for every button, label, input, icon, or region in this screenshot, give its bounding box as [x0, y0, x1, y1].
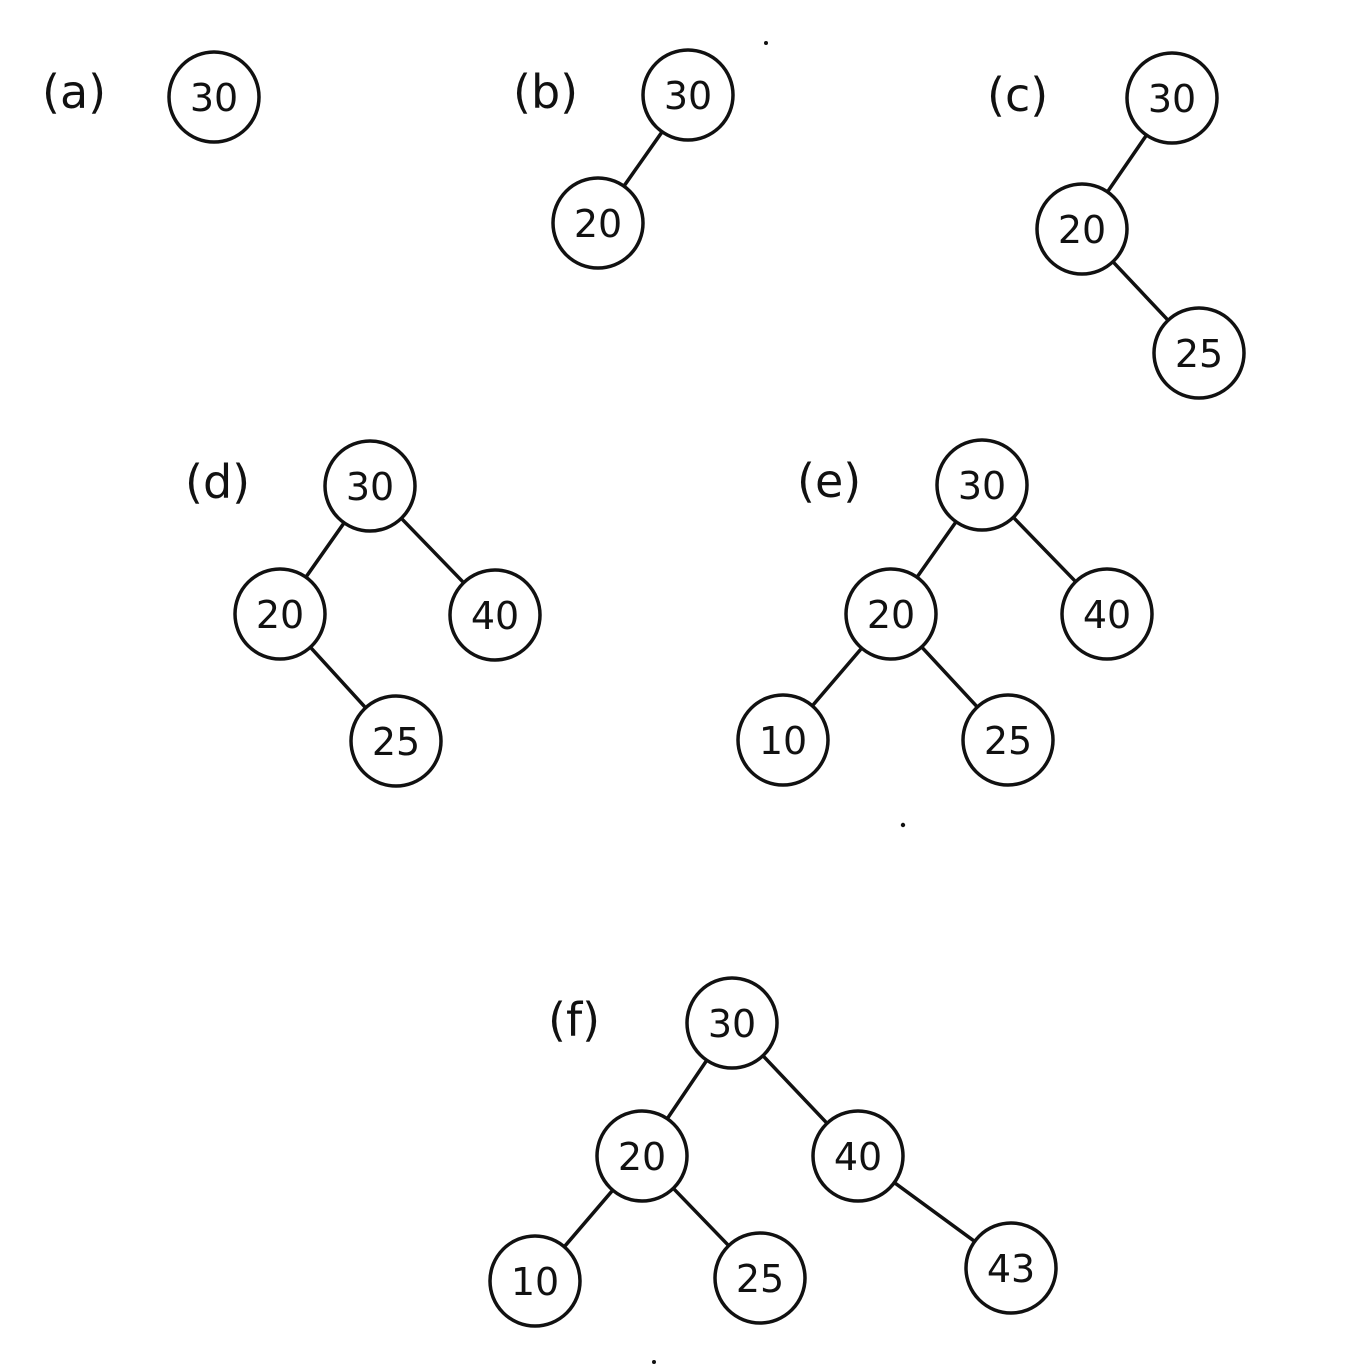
tree-node-f-20: 20 — [595, 1109, 689, 1203]
tree-node-d-20: 20 — [233, 567, 327, 661]
node-value: 40 — [1083, 593, 1131, 637]
tree-node-e-10: 10 — [736, 693, 830, 787]
tree-node-e-30: 30 — [935, 438, 1029, 532]
node-value: 20 — [1058, 208, 1106, 252]
edge-f-n40-n43 — [892, 1180, 977, 1244]
tree-node-d-30: 30 — [323, 439, 417, 533]
edge-f-n30-n40 — [761, 1053, 829, 1126]
node-value: 20 — [618, 1135, 666, 1179]
node-value: 30 — [958, 464, 1006, 508]
tree-node-f-40: 40 — [811, 1109, 905, 1203]
node-value: 20 — [574, 202, 622, 246]
node-circle — [551, 176, 645, 270]
node-circle — [167, 50, 261, 144]
panel-label-a: (a) — [42, 65, 106, 119]
edge-f-n30-n20 — [665, 1058, 709, 1121]
edge-c-n20-n25 — [1111, 259, 1170, 323]
node-value: 10 — [511, 1260, 559, 1304]
tree-node-c-25: 25 — [1152, 306, 1246, 400]
node-value: 30 — [1148, 77, 1196, 121]
tree-node-d-40: 40 — [448, 568, 542, 662]
node-value: 30 — [346, 465, 394, 509]
node-value: 20 — [256, 593, 304, 637]
node-value: 25 — [736, 1257, 784, 1301]
node-value: 25 — [984, 719, 1032, 763]
node-circle — [448, 568, 542, 662]
stray-dot — [652, 1360, 656, 1364]
node-circle — [595, 1109, 689, 1203]
node-value: 20 — [867, 593, 915, 637]
edges-layer — [304, 130, 1170, 1249]
node-value: 30 — [664, 74, 712, 118]
tree-node-f-25: 25 — [713, 1231, 807, 1325]
tree-node-b-20: 20 — [551, 176, 645, 270]
node-circle — [1152, 306, 1246, 400]
node-circle — [488, 1234, 582, 1328]
node-circle — [1125, 51, 1219, 145]
tree-node-b-30: 30 — [641, 48, 735, 142]
edge-b-n30-n20 — [622, 130, 664, 188]
edge-e-n20-n25 — [919, 645, 980, 709]
tree-node-d-25: 25 — [349, 694, 443, 788]
node-circle — [844, 567, 938, 661]
stray-dot — [900, 822, 906, 828]
node-value: 30 — [708, 1002, 756, 1046]
edge-d-n20-n25 — [308, 645, 368, 710]
tree-node-a-30: 30 — [167, 50, 261, 144]
panel-labels-layer: (a) (b) (c) (d) (e) (f) — [42, 65, 1048, 1047]
node-circle — [964, 1221, 1058, 1315]
tree-node-f-10: 10 — [488, 1234, 582, 1328]
nodes-layer: 30 30 20 30 20 25 30 20 40 25 30 20 40 10 25 30 20 40 10 25… — [167, 48, 1246, 1328]
panel-label-c: (c) — [987, 68, 1048, 122]
tree-node-c-30: 30 — [1125, 51, 1219, 145]
node-value: 10 — [759, 719, 807, 763]
node-circle — [233, 567, 327, 661]
edge-f-n20-n10 — [562, 1188, 615, 1249]
node-circle — [349, 694, 443, 788]
edge-e-n30-n20 — [915, 520, 958, 579]
stray-marks — [652, 41, 906, 1364]
edge-d-n30-n40 — [399, 516, 466, 585]
node-value: 25 — [1175, 332, 1223, 376]
node-value: 25 — [372, 720, 420, 764]
stray-dot — [764, 41, 768, 45]
node-circle — [323, 439, 417, 533]
tree-node-e-40: 40 — [1060, 567, 1154, 661]
node-circle — [1035, 182, 1129, 276]
edge-f-n20-n25 — [671, 1186, 731, 1248]
edge-d-n30-n20 — [304, 521, 346, 579]
node-circle — [811, 1109, 905, 1203]
panel-label-b: (b) — [513, 65, 578, 119]
panel-label-e: (e) — [797, 454, 861, 508]
node-circle — [685, 976, 779, 1070]
node-circle — [736, 693, 830, 787]
panel-label-d: (d) — [185, 455, 250, 509]
tree-node-e-20: 20 — [844, 567, 938, 661]
tree-node-c-20: 20 — [1035, 182, 1129, 276]
edge-c-n30-n20 — [1105, 133, 1149, 194]
node-value: 30 — [190, 76, 238, 120]
node-circle — [713, 1231, 807, 1325]
edge-e-n20-n10 — [810, 646, 864, 708]
tree-node-f-30: 30 — [685, 976, 779, 1070]
node-circle — [961, 693, 1055, 787]
node-value: 40 — [471, 594, 519, 638]
tree-node-e-25: 25 — [961, 693, 1055, 787]
node-value: 40 — [834, 1135, 882, 1179]
node-value: 43 — [987, 1247, 1035, 1291]
panel-label-f: (f) — [548, 993, 600, 1047]
node-circle — [641, 48, 735, 142]
node-circle — [1060, 567, 1154, 661]
edge-e-n30-n40 — [1011, 515, 1078, 584]
tree-node-f-43: 43 — [964, 1221, 1058, 1315]
node-circle — [935, 438, 1029, 532]
